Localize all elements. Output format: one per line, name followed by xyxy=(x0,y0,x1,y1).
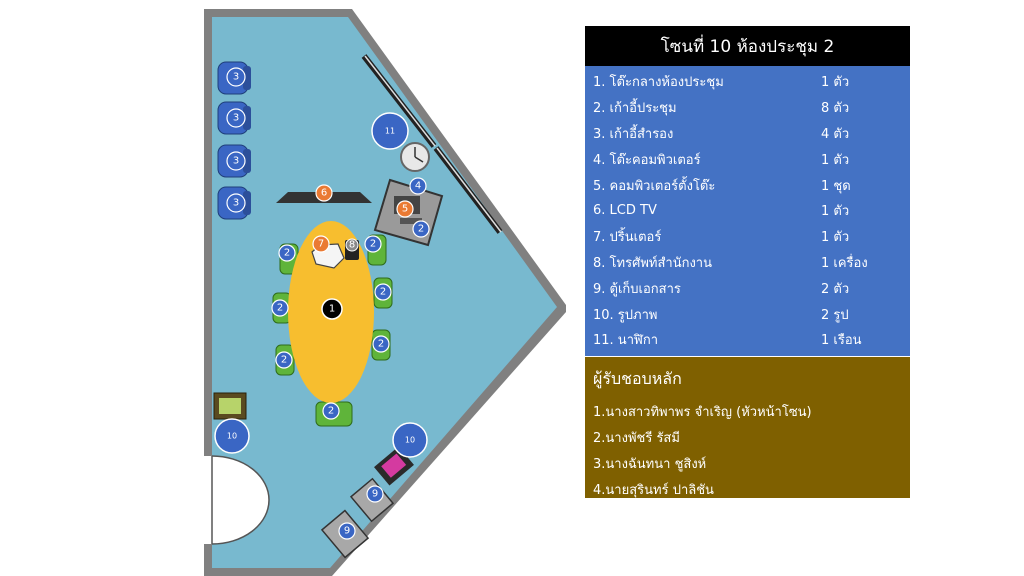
badge-chair-6: 2 xyxy=(372,335,390,353)
window-lower-inner xyxy=(436,147,502,233)
legend-item: 4. โต๊ะคอมพิวเตอร์1 ตัว xyxy=(593,152,850,168)
badge-computer: 5 xyxy=(396,200,414,218)
staff-member: 1.นางสาวทิพาพร จำเริญ (หัวหน้าโซน) xyxy=(593,404,812,420)
window-upper-inner xyxy=(364,55,436,147)
svg-text:3: 3 xyxy=(233,113,239,124)
svg-text:5: 5 xyxy=(402,204,408,215)
badge-spare-chair-2: 3 xyxy=(226,108,246,128)
svg-text:2: 2 xyxy=(328,406,334,417)
badge-picture-1: 10 xyxy=(214,418,250,454)
badge-cabinet-1: 9 xyxy=(366,485,384,503)
picture-left xyxy=(213,392,247,420)
badge-cabinet-2: 9 xyxy=(338,522,356,540)
window-upper xyxy=(361,54,437,148)
computer-keyboard xyxy=(400,218,422,224)
badge-spare-chair-3: 3 xyxy=(226,151,246,171)
staff-member: 4.นายสุรินทร์ ปาลิชัน xyxy=(593,482,714,498)
staff-member: 2.นางพัชรี รัสมี xyxy=(593,430,680,446)
legend-title-text: โซนที่ 10 ห้องประชุม 2 xyxy=(660,36,835,57)
badge-spare-chair-1: 3 xyxy=(226,67,246,87)
svg-text:2: 2 xyxy=(370,239,376,250)
svg-text:4: 4 xyxy=(415,181,421,192)
svg-text:2: 2 xyxy=(277,303,283,314)
svg-text:3: 3 xyxy=(233,198,239,209)
staff-box: ผู้รับชอบหลัก 1.นางสาวทิพาพร จำเริญ (หัว… xyxy=(585,357,910,498)
badge-chair-3: 2 xyxy=(275,351,293,369)
badge-tv: 6 xyxy=(315,184,333,202)
badge-printer: 7 xyxy=(312,235,330,253)
svg-text:10: 10 xyxy=(227,432,237,441)
svg-text:9: 9 xyxy=(372,489,378,500)
staff-member: 3.นางฉันทนา ชูสิงห์ xyxy=(593,456,707,472)
badge-phone: 8 xyxy=(345,238,359,252)
badge-table: 1 xyxy=(321,298,343,320)
svg-text:2: 2 xyxy=(284,248,290,259)
badge-chair-1: 2 xyxy=(278,244,296,262)
svg-text:10: 10 xyxy=(405,436,415,445)
window-lower xyxy=(433,146,503,234)
svg-text:1: 1 xyxy=(329,304,335,315)
svg-text:2: 2 xyxy=(380,287,386,298)
legend-item: 7. ปริ้นเตอร์1 ตัว xyxy=(593,230,850,246)
badge-chair-7: 2 xyxy=(322,402,340,420)
badge-clock: 11 xyxy=(371,112,409,150)
svg-text:7: 7 xyxy=(318,239,324,250)
svg-text:3: 3 xyxy=(233,72,239,83)
staff-title: ผู้รับชอบหลัก xyxy=(593,369,682,388)
svg-text:2: 2 xyxy=(378,339,384,350)
svg-text:11: 11 xyxy=(385,127,395,136)
badge-chair-8: 2 xyxy=(412,220,430,238)
badge-picture-2: 10 xyxy=(392,422,428,458)
badge-chair-5: 2 xyxy=(374,283,392,301)
badge-spare-chair-4: 3 xyxy=(226,193,246,213)
svg-text:6: 6 xyxy=(321,188,327,199)
svg-text:8: 8 xyxy=(349,240,355,251)
badge-chair-4: 2 xyxy=(364,235,382,253)
svg-text:9: 9 xyxy=(344,526,350,537)
legend-title: โซนที่ 10 ห้องประชุม 2 xyxy=(585,26,910,66)
wall-clock xyxy=(400,142,430,172)
badge-computer-desk: 4 xyxy=(409,177,427,195)
svg-text:2: 2 xyxy=(418,224,424,235)
badge-chair-2: 2 xyxy=(271,299,289,317)
svg-text:3: 3 xyxy=(233,156,239,167)
door-swing xyxy=(211,455,270,545)
svg-text:2: 2 xyxy=(281,355,287,366)
